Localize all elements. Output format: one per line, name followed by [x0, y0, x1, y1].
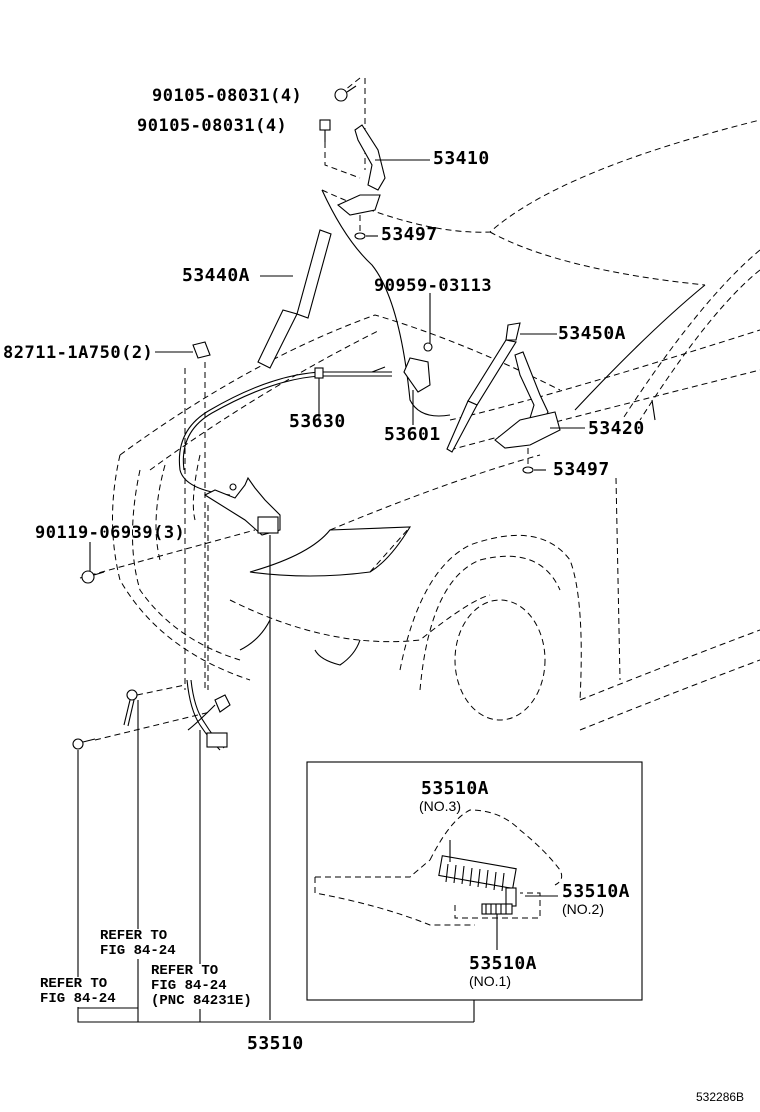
- part-label-washer-bottom[interactable]: 53497: [553, 459, 610, 480]
- hinge-lh-assembly: [319, 77, 430, 240]
- inset-note-no3: (NO.3): [419, 798, 461, 814]
- lower-harness: [72, 679, 475, 1023]
- clip-82711: [155, 341, 211, 690]
- figure-code: 532286B: [696, 1090, 745, 1104]
- inset-note-no1: (NO.1): [469, 973, 511, 989]
- part-label-hood-lock[interactable]: 53510: [247, 1033, 304, 1054]
- spring-coils: [445, 863, 505, 892]
- bolt-90119: [81, 542, 105, 584]
- part-label-hinge-rh[interactable]: 53420: [588, 418, 645, 439]
- inset-label-spring-no3[interactable]: 53510A: [421, 778, 490, 799]
- part-label-hood-lock-bracket[interactable]: 53601: [384, 424, 441, 445]
- part-label-clip[interactable]: 82711-1A750(2): [3, 343, 154, 363]
- hood-lock-bracket-area: [371, 293, 433, 425]
- hinge-rh-assembly: [494, 351, 621, 681]
- part-label-support-rod-lh[interactable]: 53440A: [182, 265, 251, 286]
- part-label-washer-top[interactable]: 53497: [381, 224, 438, 245]
- part-label-hinge-lh[interactable]: 53410: [433, 148, 490, 169]
- car-body-outline: [112, 119, 760, 731]
- inset-springs: [306, 761, 643, 1001]
- inset-label-spring-no2[interactable]: 53510A: [562, 881, 631, 902]
- reference-note-middle[interactable]: REFER TO FIG 84-24: [100, 928, 176, 959]
- support-rod-rh: [446, 322, 557, 453]
- inset-label-spring-no1[interactable]: 53510A: [469, 953, 538, 974]
- part-label-bolt-90105-a[interactable]: 90105-08031(4): [152, 86, 303, 106]
- inset-note-no2: (NO.2): [562, 901, 604, 917]
- hood-lock-assembly: [79, 476, 281, 1020]
- part-label-bolt-90105-b[interactable]: 90105-08031(4): [137, 116, 288, 136]
- support-rod-lh: [257, 229, 332, 369]
- reference-note-right[interactable]: REFER TO FIG 84-24 (PNC 84231E): [151, 963, 252, 1009]
- release-cable: [178, 367, 392, 496]
- part-label-release-cable[interactable]: 53630: [289, 411, 346, 432]
- part-label-support-rod-rh[interactable]: 53450A: [558, 323, 627, 344]
- reference-note-left[interactable]: REFER TO FIG 84-24: [40, 976, 116, 1007]
- part-label-bolt-90119[interactable]: 90119-06939(3): [35, 523, 186, 543]
- part-label-cushion-pin[interactable]: 90959-03113: [374, 276, 493, 296]
